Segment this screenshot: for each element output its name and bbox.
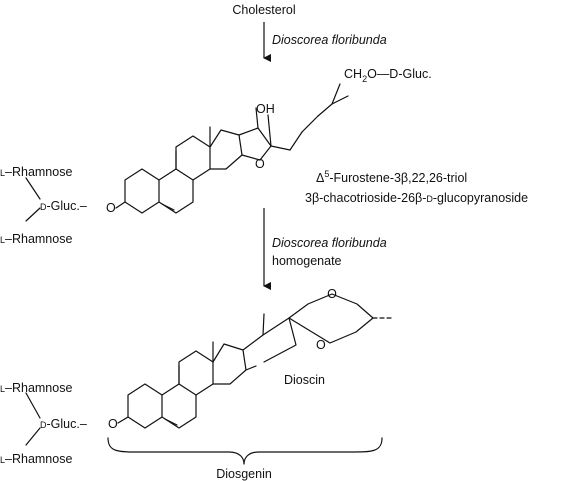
- organism-label-2: Dioscorea floribunda: [272, 236, 387, 250]
- oh-label: OH: [256, 102, 275, 116]
- sugar-glucose-2: D-Gluc.–: [40, 417, 87, 431]
- diosgenin-label: Diosgenin: [216, 467, 272, 481]
- side-chain-glucoside: CH2O—D-Gluc.: [344, 67, 432, 84]
- homogenate-label: homogenate: [272, 254, 342, 268]
- organism-label-1: Dioscorea floribunda: [272, 33, 387, 47]
- sugar-rhamnose-top-1: L–Rhamnose: [0, 165, 72, 179]
- pyran-oxygen: O: [327, 287, 337, 301]
- sugar-glucose-1: D-Gluc.–: [40, 199, 87, 213]
- glycoside-oxygen-1: O: [106, 201, 116, 215]
- aglycone-brace: [107, 437, 383, 465]
- sugar-rhamnose-bottom-1: L–Rhamnose: [0, 232, 72, 246]
- furostanol-structure: [25, 83, 349, 222]
- furan-oxygen: O: [255, 157, 265, 171]
- intermediate-name-line-1: Δ5-Furostene-3β,22,26-triol: [316, 169, 467, 185]
- sugar-rhamnose-bottom-2: L–Rhamnose: [0, 452, 72, 466]
- glycoside-oxygen-2: O: [108, 417, 118, 431]
- cholesterol-label: Cholesterol: [232, 3, 295, 17]
- sugar-rhamnose-top-2: L–Rhamnose: [0, 381, 72, 395]
- dioscin-structure: [25, 293, 395, 446]
- intermediate-name-line-2: 3β-chacotrioside-26β-D-glucopyranoside: [305, 191, 528, 205]
- spiro-furan-oxygen: O: [316, 338, 326, 352]
- dioscin-label: Dioscin: [284, 373, 325, 387]
